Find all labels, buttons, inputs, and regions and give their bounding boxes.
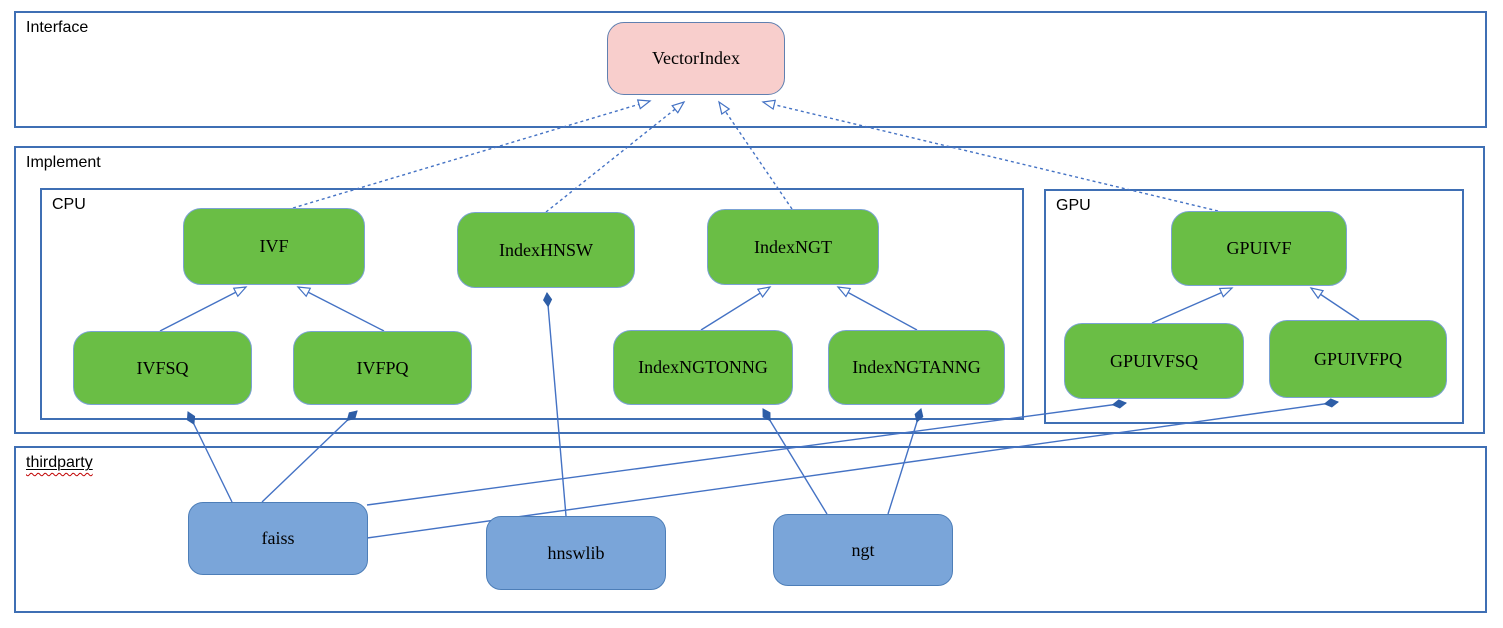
edge-composition-faiss-gpuivfsq [366, 399, 1127, 506]
edge-generalization-gpuivfpq-gpuivf [1309, 287, 1360, 321]
node-ivfsq: IVFSQ [73, 331, 252, 405]
node-label-indexngt: IndexNGT [754, 236, 832, 257]
edge-composition-faiss-gpuivfpq [366, 398, 1339, 539]
node-label-gpuivfpq: GPUIVFPQ [1313, 348, 1403, 369]
node-gpuivfsq: GPUIVFSQ [1064, 323, 1244, 399]
node-vectorindex: VectorIndex [607, 22, 785, 95]
node-label-ivf: IVF [259, 236, 289, 256]
node-ngt: ngt [773, 514, 953, 586]
edge-composition-ngt-indexngtanng [887, 408, 924, 515]
edge-generalization-gpuivfsq-gpuivf [1151, 287, 1234, 324]
node-gpuivfpq: GPUIVFPQ [1269, 320, 1447, 398]
section-label-implement: Implement [26, 154, 101, 171]
edge-composition-hnswlib-indexhnsw [543, 292, 567, 517]
node-label-indexhnsw: IndexHNSW [499, 239, 593, 260]
edge-realization-gpuivf-vectorindex [761, 99, 1219, 212]
node-indexhnsw: IndexHNSW [457, 212, 635, 288]
edge-composition-faiss-ivfsq [186, 411, 233, 503]
edge-generalization-indexngtanng-indexngt [836, 286, 918, 331]
node-label-ivfsq: IVFSQ [136, 357, 189, 378]
section-implement: Implement [14, 146, 1485, 434]
node-gpuivf: GPUIVF [1171, 211, 1347, 286]
node-indexngtanng: IndexNGTANNG [828, 330, 1005, 405]
section-thirdparty: thirdparty [14, 446, 1487, 613]
section-cpu: CPU [40, 188, 1024, 420]
node-label-ngt: ngt [851, 539, 875, 560]
section-label-interface: Interface [26, 19, 89, 36]
edge-realization-indexngt-vectorindex [718, 100, 793, 210]
node-ivfpq: IVFPQ [293, 331, 472, 405]
node-indexngt: IndexNGT [707, 209, 879, 285]
section-label-text-thirdparty: thirdparty [26, 454, 93, 471]
section-gpu: GPU [1044, 189, 1464, 424]
node-label-indexngtonng: IndexNGTONNG [638, 357, 768, 377]
node-label-gpuivf: GPUIVF [1226, 238, 1292, 258]
node-ivf: IVF [183, 208, 365, 285]
node-label-indexngtanng: IndexNGTANNG [852, 357, 981, 377]
node-label-faiss: faiss [261, 528, 295, 548]
edge-realization-ivf-vectorindex [292, 99, 652, 209]
node-label-ivfpq: IVFPQ [356, 357, 409, 378]
node-faiss: faiss [188, 502, 368, 575]
node-label-gpuivfsq: GPUIVFSQ [1109, 350, 1199, 371]
edge-generalization-ivfpq-ivf [296, 286, 385, 332]
section-label-cpu: CPU [52, 196, 86, 213]
section-label-thirdparty: thirdparty [26, 454, 93, 472]
section-interface: Interface [14, 11, 1487, 128]
section-label-gpu: GPU [1056, 197, 1091, 214]
edge-realization-indexhnsw-vectorindex [545, 100, 686, 213]
edge-generalization-indexngtonng-indexngt [700, 286, 772, 331]
node-hnswlib: hnswlib [486, 516, 666, 590]
edge-composition-ngt-indexngtonng [762, 408, 828, 515]
node-label-hnswlib: hnswlib [547, 542, 605, 563]
edge-generalization-ivfsq-ivf [159, 286, 248, 332]
node-indexngtonng: IndexNGTONNG [613, 330, 793, 405]
node-label-vectorindex: VectorIndex [652, 48, 740, 68]
edge-composition-faiss-ivfpq [261, 410, 358, 503]
